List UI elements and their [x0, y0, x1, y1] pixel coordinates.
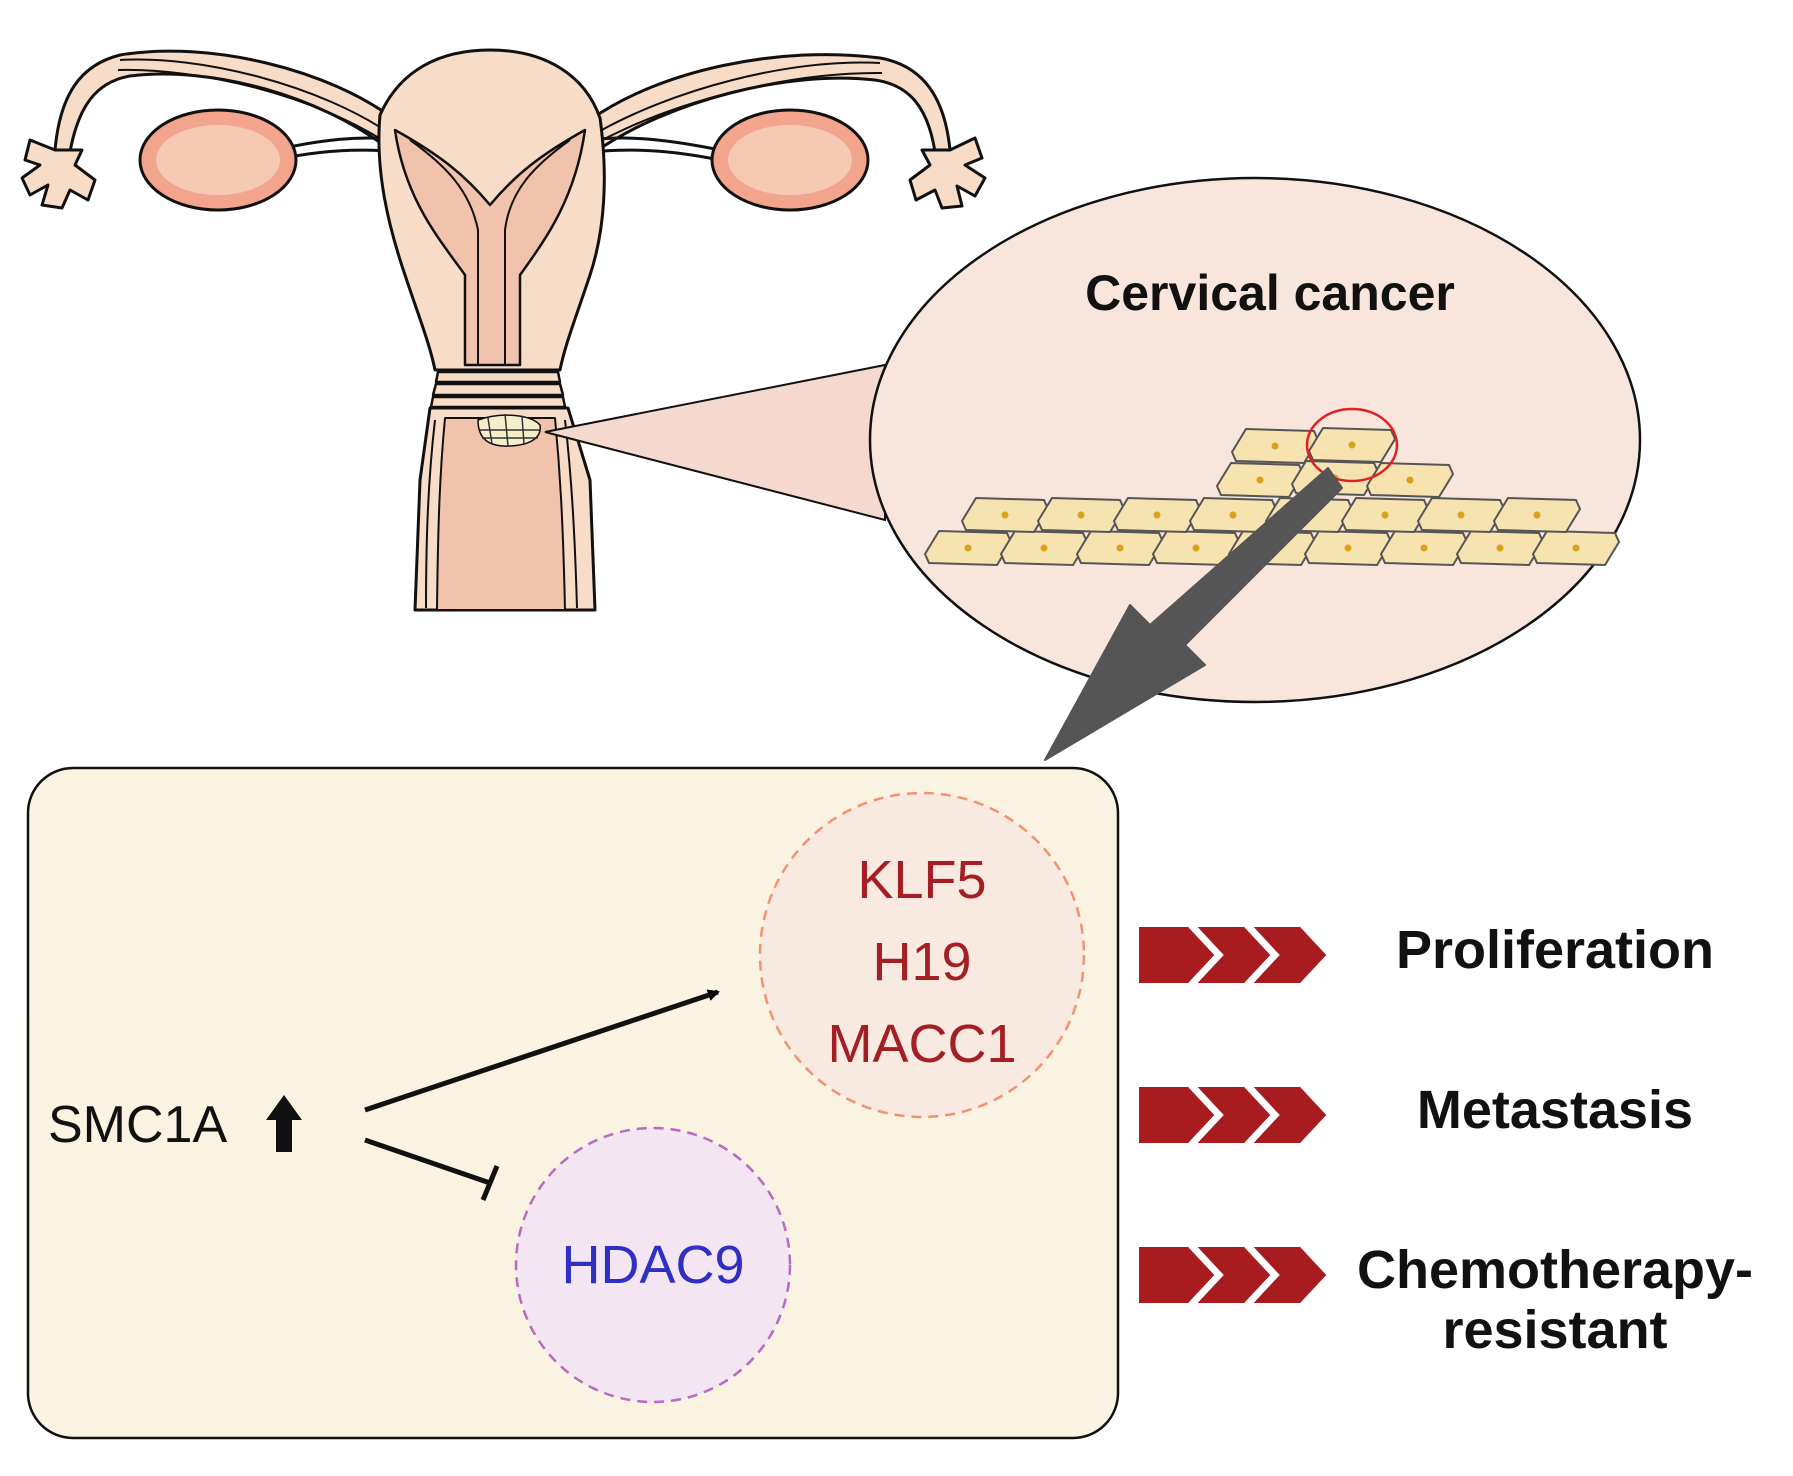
cell-nucleus — [1344, 544, 1352, 552]
big-pointer-arrow — [1044, 467, 1343, 761]
chevron-arrow-icon — [1244, 923, 1332, 987]
chevron-arrow-icon — [1188, 1083, 1276, 1147]
cell-nucleus — [1256, 476, 1264, 484]
upregulated-genes-circle — [758, 791, 1086, 1119]
gene-macc1: MACC1 — [827, 1014, 1016, 1074]
gene-h19: H19 — [872, 932, 971, 992]
downregulated-gene-circle — [514, 1126, 792, 1404]
uterine-cavity — [393, 128, 587, 367]
cell-nucleus — [1496, 544, 1504, 552]
cell-nucleus — [1153, 511, 1161, 519]
outcome-chemoresistance-line2: resistant — [1442, 1300, 1667, 1360]
cell-nucleus — [1229, 511, 1237, 519]
cell-nucleus — [1001, 511, 1009, 519]
outcome-chemoresistance-line1: Chemotherapy- — [1357, 1240, 1753, 1300]
cell-nucleus — [1271, 442, 1279, 450]
inhibition-line — [364, 1137, 500, 1201]
uterus-illustration — [20, 48, 987, 612]
cell-nucleus — [1040, 544, 1048, 552]
cell-nucleus — [1116, 544, 1124, 552]
outcome-metastasis: Metastasis — [1417, 1080, 1693, 1140]
cell-nucleus — [1192, 544, 1200, 552]
cell-nucleus — [1572, 544, 1580, 552]
highlight-circle — [1305, 407, 1399, 483]
cell-nucleus — [1420, 544, 1428, 552]
chevron-arrow-icon — [1135, 923, 1220, 987]
cell-nucleus — [1406, 476, 1414, 484]
upregulation-arrow-icon — [266, 1095, 302, 1152]
cell-nucleus — [964, 544, 972, 552]
chevron-arrow-icon — [1188, 923, 1276, 987]
gene-klf5: KLF5 — [857, 850, 986, 910]
driver-gene-label: SMC1A — [48, 1096, 227, 1154]
chevron-arrow-icon — [1135, 1243, 1220, 1307]
chevron-arrow-icon — [1244, 1243, 1332, 1307]
cervix-tumor-patch — [477, 413, 541, 447]
chevron-arrow-icon — [1135, 1083, 1220, 1147]
cell-nucleus — [1533, 511, 1541, 519]
chevron-arrow-icon — [1188, 1243, 1276, 1307]
outcome-proliferation: Proliferation — [1396, 920, 1714, 980]
gene-hdac9: HDAC9 — [561, 1235, 744, 1295]
left-fimbriae — [20, 138, 97, 210]
zoom-title: Cervical cancer — [1085, 265, 1455, 321]
chevron-arrow-icon — [1244, 1083, 1332, 1147]
cell-nucleus — [1348, 441, 1356, 449]
cell-nucleus — [1381, 511, 1389, 519]
activation-arrow — [364, 989, 720, 1113]
cell-nucleus — [1457, 511, 1465, 519]
outcome-chevrons — [1135, 923, 1332, 1307]
zoom-cone — [544, 363, 886, 522]
right-fimbriae — [908, 136, 987, 210]
cell-nucleus — [1077, 511, 1085, 519]
